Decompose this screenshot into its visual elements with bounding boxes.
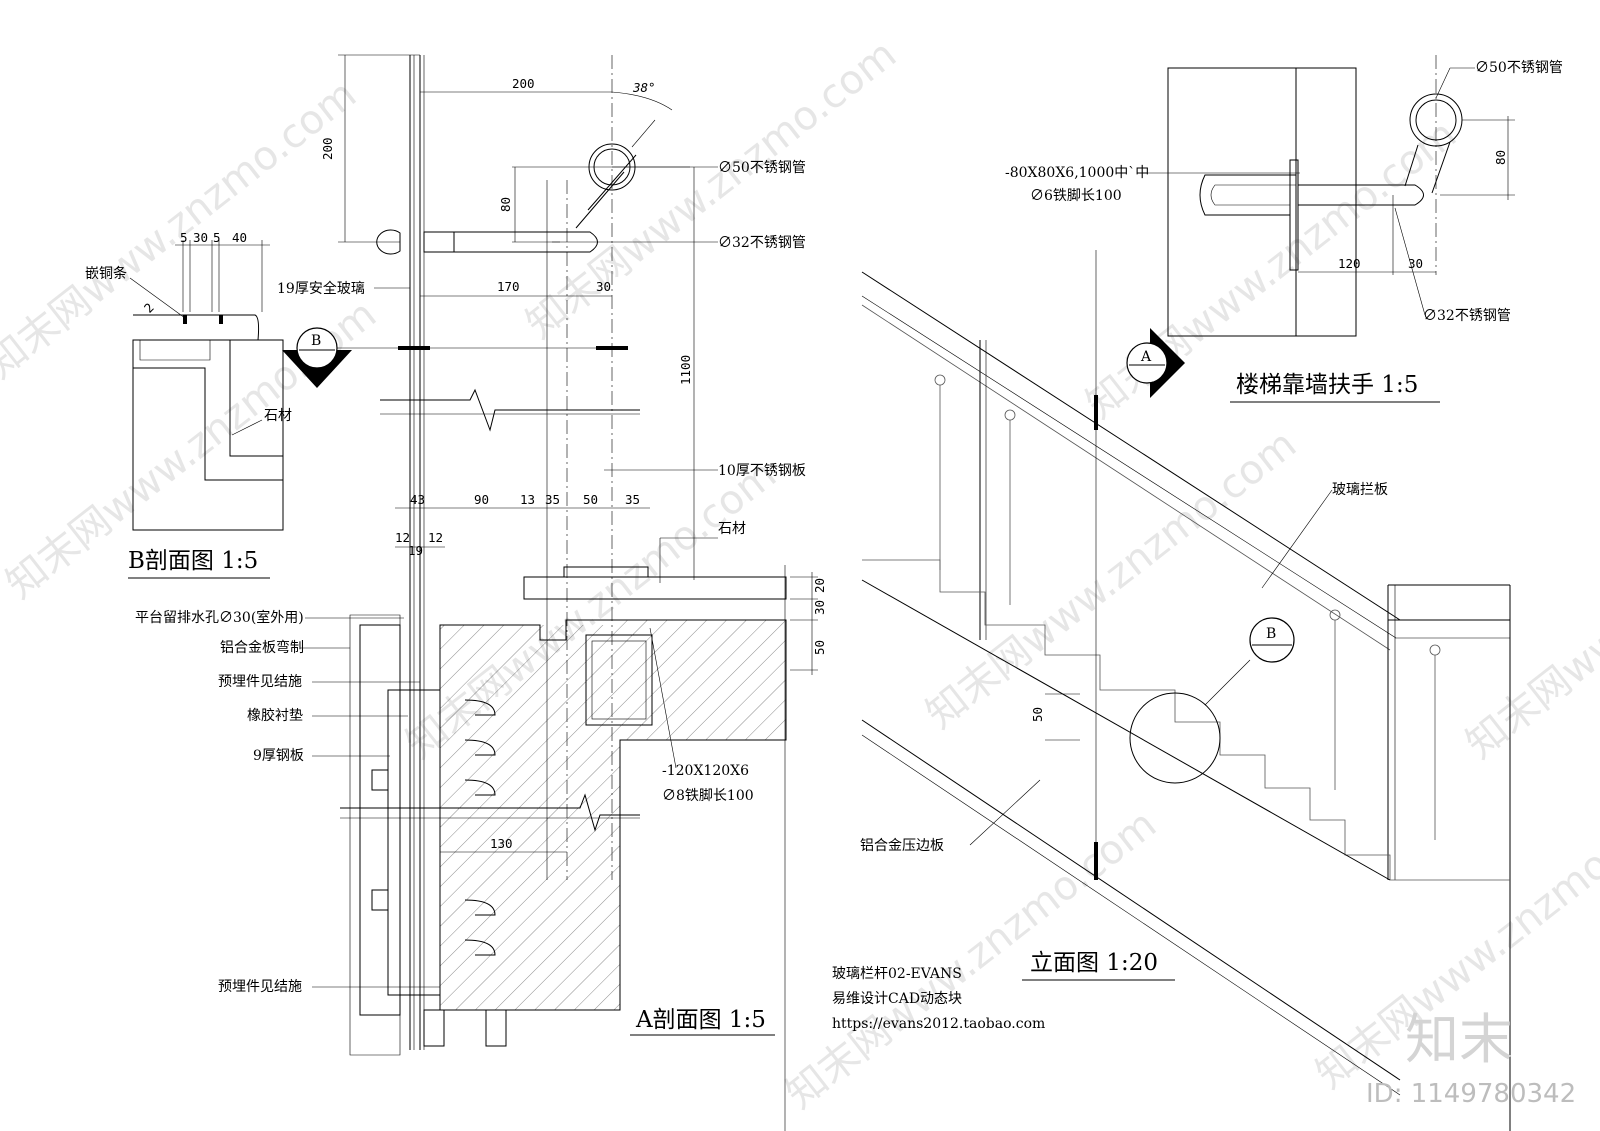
label-alu-bent: 铝合金板弯制	[220, 639, 304, 656]
dim-a-12a: 12	[395, 530, 410, 545]
section-marker-b: B	[282, 327, 352, 388]
image-id: ID: 1149780342	[1366, 1079, 1576, 1109]
credit-line-2: 易维设计CAD动态块	[832, 991, 962, 1007]
dim-a-r30: 30	[812, 600, 827, 615]
label-anchor-a1: -120X120X6	[662, 763, 749, 779]
dim-a-170: 170	[497, 279, 520, 294]
dim-a-200h: 200	[320, 137, 335, 160]
label-pipe32-a: ∅32不锈钢管	[718, 235, 806, 251]
label-pipe50-a: ∅50不锈钢管	[718, 160, 806, 176]
watermark-text: 知末网www.znzmo.com	[518, 31, 905, 348]
dim-a-12b: 12	[428, 530, 443, 545]
section-b-detail: 5 30 5 40 2 嵌铜条 石材 B剖面图 1:5	[85, 230, 292, 579]
label-drain: 平台留排水孔∅30(室外用)	[135, 609, 304, 626]
section-a-detail: B 200 200 38° 80 170 30 1100 ∅50不锈钢管 ∅32…	[135, 54, 827, 1131]
dim-b-2: 2	[141, 300, 157, 316]
dim-elev-50: 50	[1030, 707, 1045, 722]
wall-handrail-detail: 120 30 80 ∅50不锈钢管 ∅32不锈钢管 -80X80X6,1000中…	[1005, 55, 1563, 403]
dim-a-35a: 35	[545, 492, 560, 507]
elev-marker-b-letter: B	[1266, 626, 1276, 642]
dim-a-130: 130	[490, 836, 513, 851]
dim-a-angle: 38°	[632, 80, 656, 95]
label-glass-panel: 玻璃拦板	[1332, 481, 1388, 498]
brand-logo: 知末	[1405, 1008, 1513, 1071]
label-glass: 19厚安全玻璃	[277, 280, 365, 297]
title-section-b: B剖面图 1:5	[128, 548, 258, 574]
credits-block: 玻璃栏杆02-EVANS 易维设计CAD动态块 https://evans201…	[832, 965, 1045, 1032]
label-embed1: 预埋件见结施	[218, 674, 302, 690]
dim-a-19: 19	[408, 543, 423, 558]
label-wall-anchor1: -80X80X6,1000中`中	[1005, 165, 1149, 181]
dim-b-5a: 5	[180, 230, 188, 245]
label-inlay: 嵌铜条	[85, 265, 127, 282]
credit-line-1: 玻璃栏杆02-EVANS	[832, 965, 962, 982]
label-steel9: 9厚钢板	[253, 748, 304, 764]
label-anchor-a2: ∅8铁脚长100	[662, 788, 754, 804]
label-stone-a: 石材	[718, 521, 746, 537]
dim-a-r50: 50	[812, 640, 827, 655]
dim-a-43: 43	[410, 492, 425, 507]
elevation-detail: B 50 玻璃拦板 铝合金压边板 立面图 1:20	[860, 250, 1511, 1131]
dim-wall-80: 80	[1493, 150, 1508, 165]
watermark-layer: 知末网www.znzmo.com 知末网www.znzmo.com 知末网www…	[0, 31, 1600, 1118]
dim-a-80: 80	[498, 197, 513, 212]
section-marker-a: A	[1126, 328, 1185, 398]
dim-a-30: 30	[596, 279, 611, 294]
label-stone-b: 石材	[264, 408, 292, 424]
dim-a-r20: 20	[812, 578, 827, 593]
dim-b-40: 40	[232, 230, 247, 245]
credit-line-3: https://evans2012.taobao.com	[832, 1016, 1045, 1032]
dim-wall-120: 120	[1338, 256, 1361, 271]
dim-a-35b: 35	[625, 492, 640, 507]
label-wall-pipe50: ∅50不锈钢管	[1475, 60, 1563, 76]
marker-b-letter: B	[311, 333, 321, 349]
title-section-a: A剖面图 1:5	[635, 1007, 766, 1033]
title-wall-handrail: 楼梯靠墙扶手 1:5	[1236, 372, 1418, 398]
elevation-marker-b: B	[1249, 617, 1295, 663]
label-alu-trim: 铝合金压边板	[860, 838, 944, 854]
dim-a-50: 50	[583, 492, 598, 507]
dim-a-200w: 200	[512, 76, 535, 91]
dim-a-13: 13	[520, 492, 535, 507]
watermark-text: 知末网www.znzmo.com	[1458, 451, 1600, 768]
label-wall-anchor2: ∅6铁脚长100	[1030, 188, 1122, 204]
label-wall-pipe32: ∅32不锈钢管	[1423, 308, 1511, 324]
label-embed2: 预埋件见结施	[218, 979, 302, 995]
label-rubber: 橡胶衬垫	[247, 707, 303, 724]
label-plate10: 10厚不锈钢板	[718, 463, 806, 479]
dim-a-90: 90	[474, 492, 489, 507]
dim-b-30: 30	[193, 230, 208, 245]
dim-b-5b: 5	[213, 230, 221, 245]
dim-a-1100: 1100	[678, 355, 693, 385]
title-elevation: 立面图 1:20	[1030, 950, 1158, 976]
marker-a-letter: A	[1140, 349, 1152, 365]
